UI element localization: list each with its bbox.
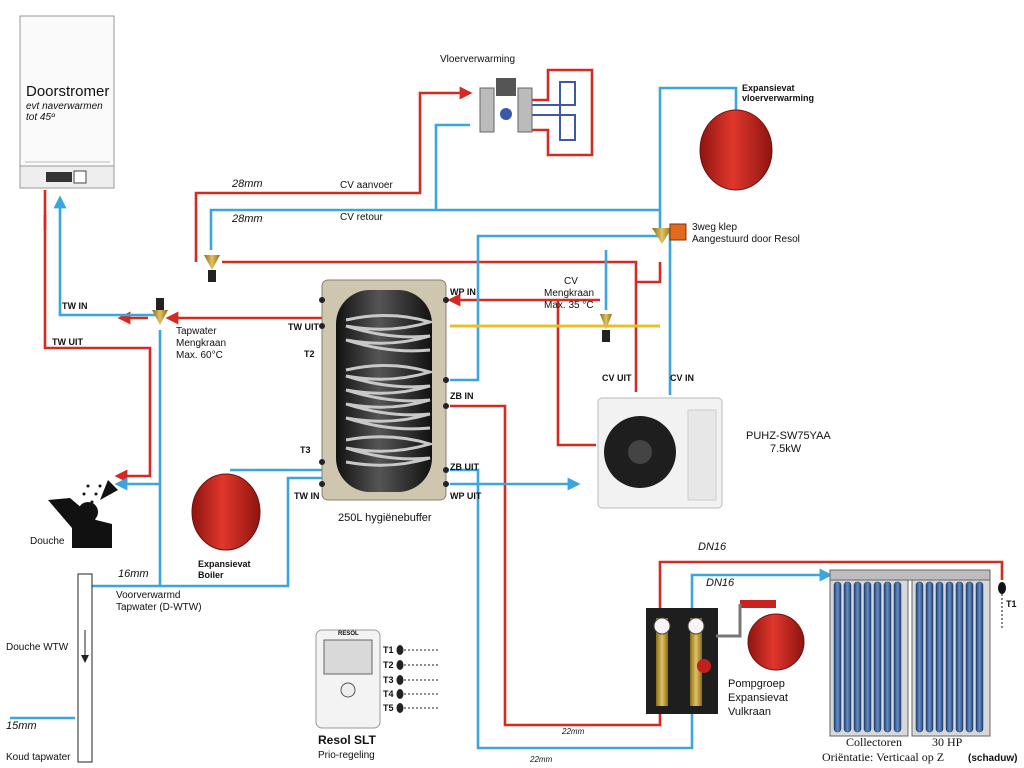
collectors-hp: 30 HP (932, 735, 963, 749)
controller-brand: RESOL (338, 631, 359, 637)
controller-sub: Prio-regeling (318, 750, 375, 761)
sensor-t3: T3 (300, 445, 311, 455)
pipe-size-22-red: 22mm (562, 727, 585, 736)
port-zb-uit: ZB UIT (450, 462, 479, 472)
collectors-orientation: Oriëntatie: Verticaal op Z (822, 750, 945, 764)
pump-group (646, 600, 776, 714)
expansion-floor-label-2: vloerverwarming (742, 93, 815, 103)
controller-sensor-t4: T4 (383, 689, 394, 699)
pumpgroup-label-3: Vulkraan (728, 706, 772, 718)
buffer-tank (319, 279, 449, 501)
controller-sensor-t1: T1 (383, 645, 394, 655)
boiler-unit (19, 15, 115, 189)
controller-sensor-t3: T3 (383, 675, 394, 685)
expansion-boiler-label-1: Expansievat (198, 559, 251, 569)
underfloor-label: Vloerverwarming (440, 54, 516, 65)
tank-label: 250L hygiënebuffer (338, 512, 432, 524)
shower-heat-exchanger (77, 573, 93, 763)
cold-pipe-size: 15mm (6, 720, 37, 732)
port-wp-in: WP IN (450, 287, 476, 297)
solar-collectors (829, 569, 1006, 737)
port-tw-uit-tank: TW UIT (288, 322, 319, 332)
expansion-vessel-boiler (191, 473, 261, 551)
port-tw-in-left: TW IN (62, 301, 88, 311)
collectors-name: Collectoren (846, 735, 902, 749)
controller-name: Resol SLT (318, 733, 376, 747)
port-cv-uit: CV UIT (602, 373, 632, 383)
port-cv-in: CV IN (670, 373, 695, 383)
port-wp-uit: WP UIT (450, 491, 482, 501)
pipe-size-16: 16mm (118, 568, 149, 580)
three-way-valve-label-2: Aangestuurd door Resol (692, 234, 800, 245)
heat-pump-power: 7.5kW (770, 443, 802, 455)
tap-mixer-label-2: Mengkraan (176, 338, 227, 349)
cv-mixer-valve (600, 314, 612, 342)
cv-mixer-label-1: CV (564, 276, 578, 287)
port-zb-in: ZB IN (450, 391, 474, 401)
cv-mixer-label-3: Max. 35 °C (544, 300, 594, 311)
three-way-valve-label-1: 3weg klep (692, 222, 738, 233)
three-way-valve (652, 223, 687, 244)
hot-pipes (43, 68, 1004, 727)
boiler-sub2: tot 45º (26, 112, 55, 123)
pipe-size-22-blue: 22mm (530, 755, 553, 764)
tap-water-mixer (152, 298, 168, 325)
sensor-t2: T2 (304, 349, 315, 359)
controller-sensor-t5: T5 (383, 703, 394, 713)
expansion-boiler-label-2: Boiler (198, 570, 224, 580)
cold-pipes (10, 86, 833, 750)
collector-sensor-t1: T1 (1006, 599, 1017, 609)
shower-label: Douche (30, 536, 65, 547)
port-tw-in-tank: TW IN (294, 491, 320, 501)
tap-mixer-label-3: Max. 60°C (176, 350, 223, 361)
controller-sensor-t2: T2 (383, 660, 394, 670)
expansion-vessel-floor (699, 109, 773, 191)
boiler-title: Doorstromer (26, 83, 110, 100)
pipe-size-28-supply: 28mm (232, 178, 263, 190)
cold-water-label: Koud tapwater (6, 752, 71, 763)
cv-return-mixer (204, 255, 220, 282)
boiler-sub1: evt naverwarmen (26, 101, 103, 112)
resol-controller (315, 629, 440, 729)
port-tw-uit-left: TW UIT (52, 337, 83, 347)
pumpgroup-label-1: Pompgroep (728, 678, 785, 690)
tap-mixer-label-1: Tapwater (176, 326, 217, 337)
heat-pump-model: PUHZ-SW75YAA (746, 430, 831, 442)
pipe-dn16-red: DN16 (698, 541, 727, 553)
collectors-shade: (schaduw) (968, 753, 1018, 764)
cv-return-label: CV retour (340, 212, 383, 223)
heat-pump (597, 397, 723, 509)
expansion-vessel-solar (747, 613, 805, 671)
cv-mixer-label-2: Mengkraan (544, 288, 595, 299)
shower-figure (48, 480, 118, 548)
preheated-label-2: Tapwater (D-WTW) (116, 602, 202, 613)
pipe-size-28-return: 28mm (232, 213, 263, 225)
underfloor-manifold (479, 78, 576, 141)
preheated-label-1: Voorverwarmd (116, 590, 181, 601)
cv-supply-label: CV aanvoer (340, 180, 393, 191)
pipe-dn16-blue: DN16 (706, 577, 735, 589)
wtw-label: Douche WTW (6, 642, 69, 653)
pumpgroup-label-2: Expansievat (728, 692, 788, 704)
expansion-floor-label-1: Expansievat (742, 83, 795, 93)
